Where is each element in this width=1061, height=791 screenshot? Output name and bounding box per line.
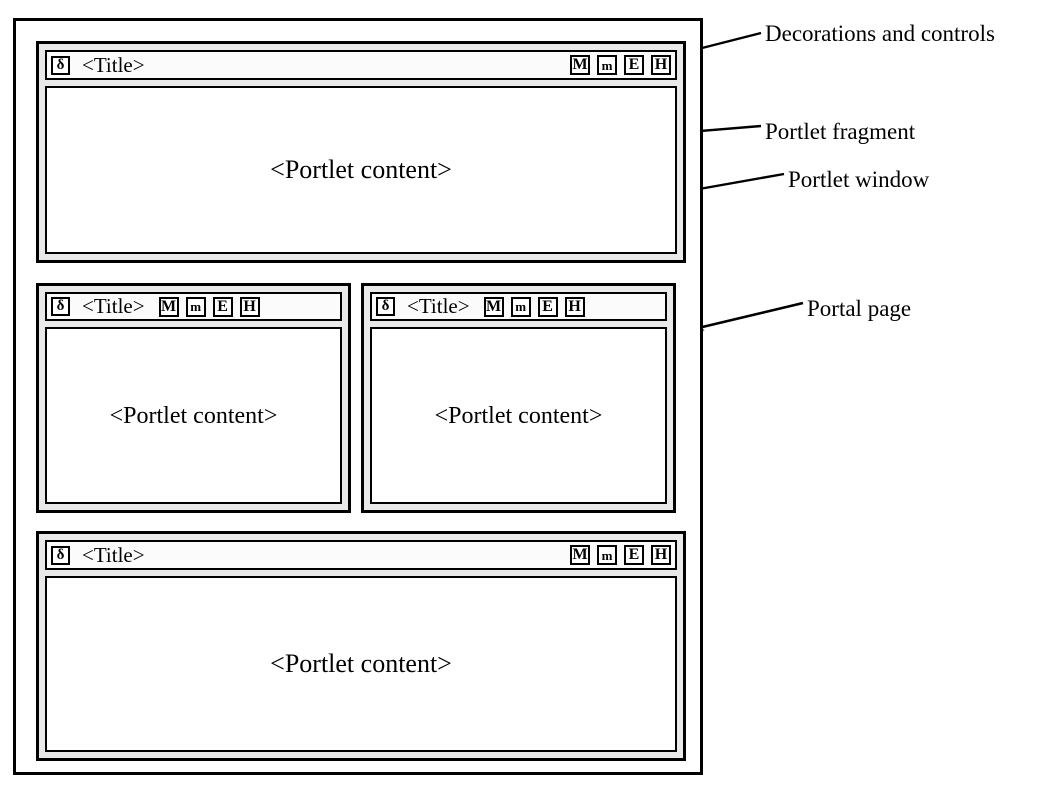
delta-icon[interactable]: δ <box>376 297 395 316</box>
help-button[interactable]: H <box>651 55 671 75</box>
portlet-fragment: <Portlet content> <box>45 86 677 254</box>
portlet-fragment: <Portlet content> <box>45 576 677 752</box>
minimize-button[interactable]: m <box>185 296 206 317</box>
portal-page: δ <Title> M m E H <Portlet content> δ <T… <box>13 18 703 775</box>
maximize-button[interactable]: M <box>158 296 179 317</box>
portlet-title: <Title> <box>407 294 470 318</box>
portlet-controls: M m E H <box>570 545 671 565</box>
help-button[interactable]: H <box>651 545 671 565</box>
portlet-window-bottom: δ <Title> M m E H <Portlet content> <box>36 531 686 761</box>
portlet-content-text: <Portlet content> <box>434 402 603 429</box>
edit-button[interactable]: E <box>624 545 644 565</box>
portlet-controls: M m E H <box>570 55 671 75</box>
portlet-title-bar: δ <Title> M m E H <box>45 540 677 570</box>
help-button[interactable]: H <box>239 296 260 317</box>
minimize-button[interactable]: m <box>597 55 617 75</box>
edit-button[interactable]: E <box>537 296 558 317</box>
portlet-window-top: δ <Title> M m E H <Portlet content> <box>36 41 686 263</box>
annotation-decorations-and-controls: Decorations and controls <box>765 21 995 46</box>
portlet-title-bar: δ <Title> M m E H <box>45 292 342 321</box>
portlet-content-text: <Portlet content> <box>270 155 452 184</box>
portlet-fragment: <Portlet content> <box>45 327 342 504</box>
annotation-portal-page: Portal page <box>807 296 912 321</box>
portlet-content-text: <Portlet content> <box>109 402 278 429</box>
portlet-title-bar: δ <Title> M m E H <box>45 50 677 80</box>
portlet-title-bar: δ <Title> M m E H <box>370 292 667 321</box>
annotation-portlet-window: Portlet window <box>788 167 930 192</box>
help-button[interactable]: H <box>564 296 585 317</box>
delta-icon[interactable]: δ <box>51 545 70 565</box>
delta-icon[interactable]: δ <box>51 297 70 316</box>
portlet-window-middle-right: δ <Title> M m E H <Portlet content> <box>361 283 676 513</box>
maximize-button[interactable]: M <box>483 296 504 317</box>
portlet-title: <Title> <box>82 542 145 567</box>
portlet-controls: M m E H <box>483 296 585 317</box>
maximize-button[interactable]: M <box>570 55 590 75</box>
portlet-title: <Title> <box>82 294 145 318</box>
portlet-title: <Title> <box>82 52 145 77</box>
portlet-controls: M m E H <box>158 296 260 317</box>
portlet-fragment: <Portlet content> <box>370 327 667 504</box>
leader-line-portal <box>693 301 804 331</box>
edit-button[interactable]: E <box>624 55 644 75</box>
maximize-button[interactable]: M <box>570 545 590 565</box>
portlet-content-text: <Portlet content> <box>270 649 452 678</box>
portlet-window-middle-left: δ <Title> M m E H <Portlet content> <box>36 283 351 513</box>
edit-button[interactable]: E <box>212 296 233 317</box>
delta-icon[interactable]: δ <box>51 55 70 75</box>
minimize-button[interactable]: m <box>510 296 531 317</box>
minimize-button[interactable]: m <box>597 545 617 565</box>
annotation-portlet-fragment: Portlet fragment <box>765 119 916 144</box>
